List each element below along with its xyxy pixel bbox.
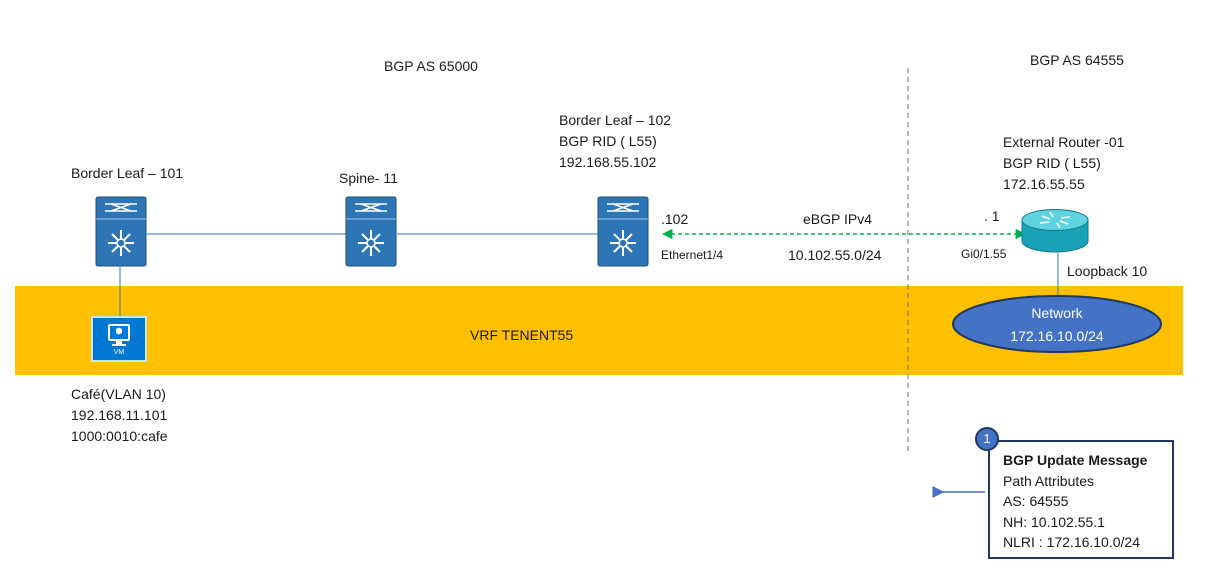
cafe-vm-ipv6: 1000:0010:cafe	[71, 428, 168, 444]
loopback-label: Loopback 10	[1067, 263, 1148, 279]
as-64555-label: BGP AS 64555	[1030, 52, 1124, 68]
update-next-hop: NH: 10.102.55.1	[1003, 513, 1105, 530]
vrf-label: VRF TENENT55	[470, 327, 574, 343]
external-router-ip: 172.16.55.55	[1003, 176, 1085, 192]
update-title: BGP Update Message	[1003, 452, 1148, 468]
bgp-update-callout: BGP Update Message Path Attributes AS: 6…	[988, 440, 1174, 559]
external-router-label: External Router -01	[1003, 134, 1125, 150]
step-badge: 1	[975, 427, 999, 451]
update-nlri: NLRI : 172.16.10.0/24	[1003, 534, 1140, 550]
external-router-interface: Gi0/1.55	[961, 247, 1007, 261]
border-leaf-102-label: Border Leaf – 102	[559, 112, 672, 128]
border-leaf-101-label: Border Leaf – 101	[71, 165, 184, 181]
spine-11-icon	[345, 196, 397, 267]
vm-badge-label: VM	[113, 349, 125, 356]
external-router-icon	[1021, 209, 1089, 253]
network-ellipse	[952, 295, 1162, 353]
border-leaf-102-rid: BGP RID ( L55)	[559, 133, 657, 149]
border-leaf-102-icon	[597, 196, 649, 267]
external-router-rid: BGP RID ( L55)	[1003, 155, 1101, 171]
external-router-addr: . 1	[984, 208, 1000, 224]
ebgp-label: eBGP IPv4	[803, 211, 873, 227]
network-title: Network	[1031, 305, 1083, 321]
spine-11-label: Spine- 11	[339, 170, 398, 186]
border-leaf-102-ip: 192.168.55.102	[559, 154, 657, 170]
ebgp-subnet: 10.102.55.0/24	[788, 247, 882, 263]
border-leaf-101-icon	[95, 196, 147, 267]
border-leaf-102-addr: .102	[661, 211, 689, 227]
cafe-vm-name: Café(VLAN 10)	[71, 386, 166, 402]
as-65000-label: BGP AS 65000	[384, 58, 478, 74]
update-as: AS: 64555	[1003, 493, 1069, 509]
cafe-vm-icon: VM	[91, 316, 147, 362]
cafe-vm-ipv4: 192.168.11.101	[71, 407, 168, 423]
update-path-attributes: Path Attributes	[1003, 472, 1095, 489]
border-leaf-102-interface: Ethernet1/4	[661, 248, 724, 262]
network-prefix: 172.16.10.0/24	[1010, 328, 1104, 344]
